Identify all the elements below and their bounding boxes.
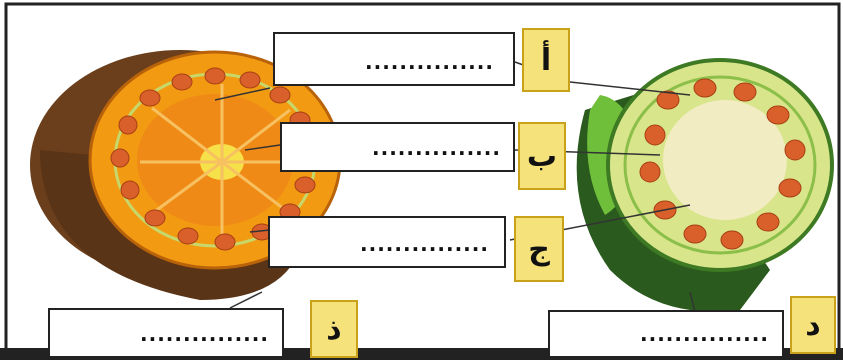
- label-letter: د: [805, 308, 820, 343]
- label-letter: ج: [528, 232, 550, 267]
- answer-box-dhal[interactable]: ...............: [48, 308, 284, 358]
- answer-placeholder: ...............: [640, 322, 769, 346]
- label-letter: ب: [527, 139, 557, 174]
- answer-placeholder: ...............: [360, 232, 489, 256]
- answer-placeholder: ...............: [372, 136, 501, 160]
- answer-box-ba[interactable]: ...............: [280, 122, 515, 172]
- answer-box-alef[interactable]: ...............: [273, 32, 515, 86]
- label-tag-dal: د: [790, 296, 836, 354]
- label-tag-alef: أ: [522, 28, 570, 92]
- label-tag-ba: ب: [518, 122, 566, 190]
- label-tag-jim: ج: [514, 216, 564, 282]
- label-letter: أ: [541, 43, 551, 78]
- answer-box-jim[interactable]: ...............: [268, 216, 506, 268]
- answer-box-dal[interactable]: ...............: [548, 310, 784, 358]
- label-tag-dhal: ذ: [310, 300, 358, 358]
- right-fruit-cross-section: [577, 60, 832, 312]
- answer-placeholder: ...............: [140, 322, 269, 346]
- label-letter: ذ: [326, 312, 341, 347]
- answer-placeholder: ...............: [365, 50, 494, 74]
